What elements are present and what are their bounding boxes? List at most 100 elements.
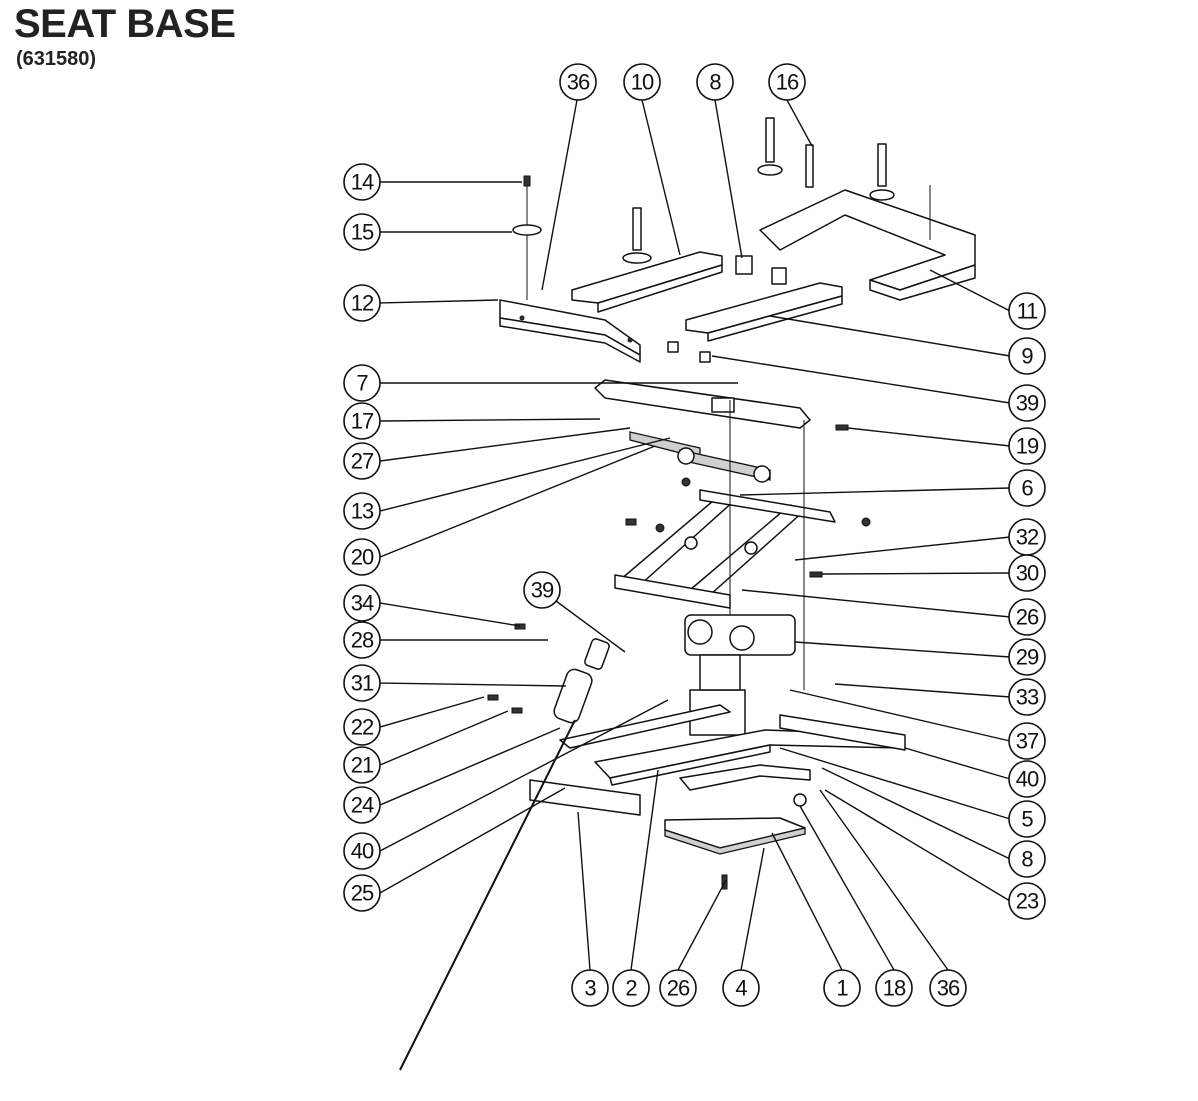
svg-text:40: 40 (1016, 767, 1039, 792)
svg-text:25: 25 (351, 881, 374, 906)
callout-15: 15 (343, 213, 381, 251)
callout-3: 3 (571, 969, 609, 1007)
callout-36-top: 36 (559, 63, 597, 101)
svg-text:27: 27 (351, 449, 374, 474)
svg-text:15: 15 (351, 220, 374, 245)
svg-text:12: 12 (351, 291, 374, 316)
callout-17: 17 (343, 402, 381, 440)
callout-14: 14 (343, 163, 381, 201)
callout-29: 29 (1008, 638, 1046, 676)
svg-text:17: 17 (351, 409, 374, 434)
pivot-tube-upper (594, 341, 811, 429)
svg-text:7: 7 (356, 371, 368, 396)
callout-19: 19 (1008, 427, 1046, 465)
svg-text:3: 3 (584, 976, 596, 1001)
callout-12: 12 (343, 284, 381, 322)
svg-text:39: 39 (1016, 391, 1039, 416)
callout-13: 13 (343, 492, 381, 530)
part-number: (631580) (16, 48, 97, 70)
callout-40-right: 40 (1008, 760, 1046, 798)
callout-10: 10 (623, 63, 661, 101)
top-frame (757, 117, 976, 301)
svg-text:4: 4 (735, 976, 747, 1001)
callout-5: 5 (1008, 800, 1046, 838)
callout-7: 7 (343, 364, 381, 402)
callout-27: 27 (343, 442, 381, 480)
callout-39-center: 39 (523, 571, 561, 609)
callout-26-right: 26 (1008, 598, 1046, 636)
callout-4: 4 (722, 969, 760, 1007)
callout-32: 32 (1008, 518, 1046, 556)
callout-31: 31 (343, 664, 381, 702)
callout-20: 20 (343, 538, 381, 576)
svg-text:33: 33 (1016, 685, 1039, 710)
callout-25: 25 (343, 874, 381, 912)
svg-text:36: 36 (937, 976, 960, 1001)
callout-39-right: 39 (1008, 384, 1046, 422)
callout-37: 37 (1008, 722, 1046, 760)
svg-text:34: 34 (351, 591, 374, 616)
svg-text:24: 24 (351, 793, 374, 818)
svg-text:2: 2 (625, 976, 637, 1001)
parts-illustration (399, 117, 976, 1071)
svg-text:9: 9 (1021, 344, 1033, 369)
callout-34: 34 (343, 584, 381, 622)
svg-text:19: 19 (1016, 434, 1039, 459)
svg-text:32: 32 (1016, 525, 1039, 550)
callout-28: 28 (343, 621, 381, 659)
svg-text:31: 31 (351, 671, 374, 696)
svg-text:10: 10 (631, 70, 654, 95)
svg-text:37: 37 (1016, 729, 1039, 754)
callout-36-bottom: 36 (929, 969, 967, 1007)
callout-11: 11 (1008, 292, 1046, 330)
callout-8-top: 8 (696, 63, 734, 101)
callout-23: 23 (1008, 882, 1046, 920)
svg-text:11: 11 (1017, 299, 1039, 324)
callout-30: 30 (1008, 554, 1046, 592)
diagram-title: SEAT BASE (14, 2, 236, 46)
slide-rail-upper (571, 207, 723, 313)
callout-1: 1 (823, 969, 861, 1007)
callout-9: 9 (1008, 337, 1046, 375)
svg-text:21: 21 (351, 753, 374, 778)
svg-text:8: 8 (709, 70, 721, 95)
svg-text:6: 6 (1021, 476, 1033, 501)
svg-text:22: 22 (351, 715, 374, 740)
rail-bracket-left (499, 299, 641, 363)
svg-text:26: 26 (1016, 605, 1039, 630)
leader-lines (379, 99, 1011, 971)
callout-24: 24 (343, 786, 381, 824)
callout-16: 16 (768, 63, 806, 101)
svg-text:16: 16 (776, 70, 799, 95)
svg-text:28: 28 (351, 628, 374, 653)
svg-text:26: 26 (667, 976, 690, 1001)
bottom-plate (664, 764, 811, 855)
svg-text:39: 39 (531, 578, 554, 603)
svg-text:5: 5 (1021, 807, 1033, 832)
svg-text:13: 13 (351, 499, 374, 524)
base-frame (529, 704, 906, 816)
callout-40-left: 40 (343, 832, 381, 870)
svg-text:40: 40 (351, 839, 374, 864)
svg-text:23: 23 (1016, 889, 1039, 914)
svg-text:36: 36 (567, 70, 590, 95)
svg-text:8: 8 (1021, 847, 1033, 872)
callout-8-right: 8 (1008, 840, 1046, 878)
svg-text:20: 20 (351, 545, 374, 570)
callout-2: 2 (612, 969, 650, 1007)
svg-text:1: 1 (836, 976, 848, 1001)
gas-spring (553, 638, 610, 724)
callout-6: 6 (1008, 469, 1046, 507)
callout-26-bottom: 26 (659, 969, 697, 1007)
svg-text:14: 14 (351, 170, 374, 195)
callout-22: 22 (343, 708, 381, 746)
callout-18: 18 (875, 969, 913, 1007)
scissor-arms (614, 400, 836, 720)
svg-text:29: 29 (1016, 645, 1039, 670)
callouts: 36 10 8 16 14 15 12 11 9 7 39 17 19 27 1… (343, 63, 1046, 1007)
svg-text:30: 30 (1016, 561, 1039, 586)
svg-text:18: 18 (883, 976, 906, 1001)
callout-33: 33 (1008, 678, 1046, 716)
callout-21: 21 (343, 746, 381, 784)
